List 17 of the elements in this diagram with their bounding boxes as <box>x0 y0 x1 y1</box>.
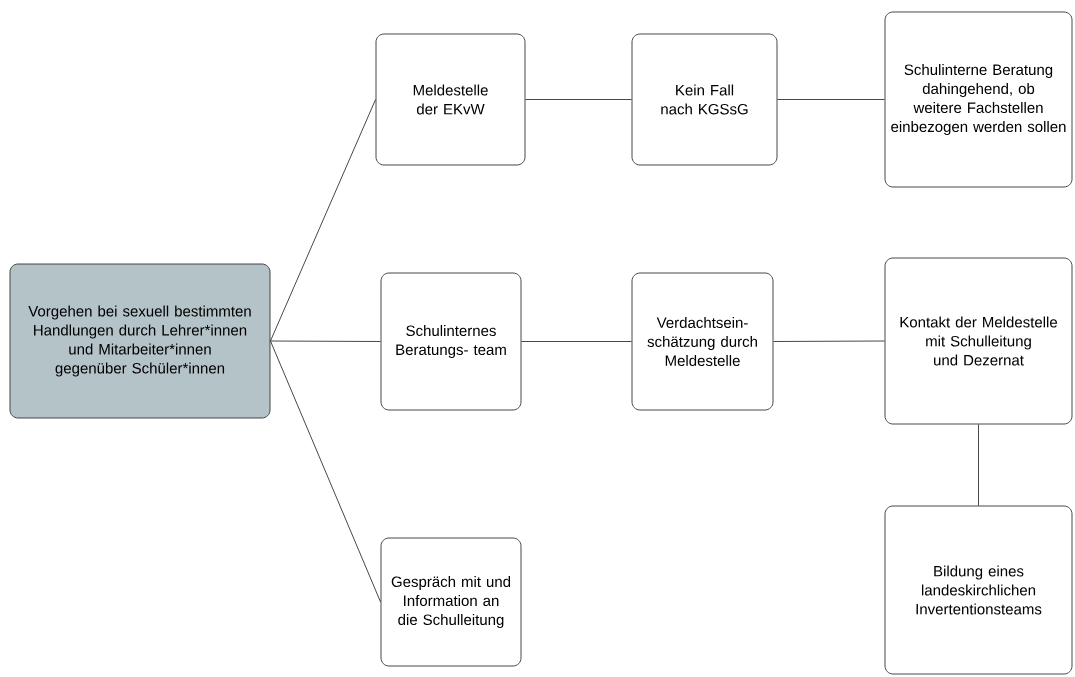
connector-line <box>777 99 885 100</box>
connector-line <box>270 99 376 342</box>
connector-line <box>978 424 979 506</box>
process-box: Kontakt der Meldestelle mit Schulleitung und Dezernat <box>884 257 1073 425</box>
connector-line <box>525 99 632 100</box>
connector-line <box>270 340 381 603</box>
process-box: Schulinterne Beratung dahingehend, ob weitere Fachstellen einbezogen werden sollen <box>884 11 1073 188</box>
process-box: Verdachtsein- schätzung durch Meldestelle <box>631 272 774 411</box>
process-box: Bildung eines landeskirchlichen Invertentionsteams <box>884 505 1073 675</box>
connector-line <box>773 340 885 342</box>
process-box: Schulinternes Beratungs- team <box>380 272 522 411</box>
connector-line <box>270 340 381 342</box>
process-box: Gespräch mit und Information an die Schulleitung <box>380 537 522 667</box>
topic-box: Vorgehen bei sexuell bestimmten Handlungen durch Lehrer*innen und Mitarbeiter*innen gegenüber Schüler*innen <box>9 263 271 419</box>
process-box: Kein Fall nach KGSsG <box>631 33 778 166</box>
process-box: Meldestelle der EKvW <box>375 33 526 166</box>
connector-line <box>521 341 632 342</box>
